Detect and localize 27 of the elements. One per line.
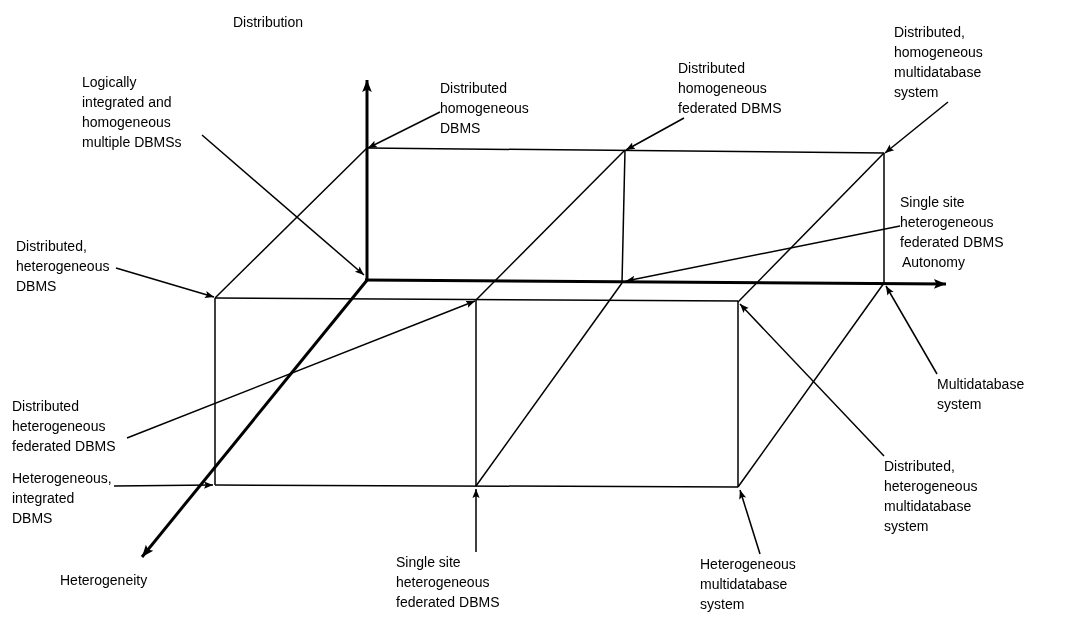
leader-line	[739, 303, 885, 457]
axis-label: Distribution	[233, 13, 304, 32]
callout-text: Distributed homogeneous federated DBMS	[678, 59, 783, 118]
callout-text: Heterogeneous, integrated DBMS	[12, 469, 113, 528]
callout-text: Single site heterogeneous federated DBMS	[900, 193, 1005, 252]
axis-label: Heterogeneity	[60, 571, 148, 590]
leader-line	[884, 101, 949, 154]
callout-text: Heterogeneous multidatabase system	[700, 555, 797, 614]
leader-line	[625, 225, 901, 283]
leader-line	[885, 285, 938, 375]
leader-line	[201, 134, 365, 276]
leader-line	[126, 300, 476, 439]
leader-line	[472, 488, 480, 553]
callout-text: Distributed, heterogeneous DBMS	[16, 237, 111, 296]
axis-label: Autonomy	[902, 253, 966, 272]
leader-line	[367, 111, 441, 149]
callout-text: Single site heterogeneous federated DBMS	[396, 553, 501, 612]
callout-text: Distributed, homogeneous multidatabase system	[894, 23, 984, 102]
callout-text: Distributed, heterogeneous multidatabase system	[884, 457, 979, 536]
callout-text: Distributed heterogeneous federated DBMS	[12, 397, 117, 456]
leader-line	[625, 117, 685, 151]
leader-line	[739, 489, 761, 555]
callout-text: Distributed homogeneous DBMS	[440, 79, 530, 138]
leader-line	[115, 267, 215, 298]
callout-text: Logically integrated and homogeneous multiple DBMSs	[82, 73, 183, 152]
leader-line	[113, 481, 214, 489]
callout-text: Multidatabase system	[937, 375, 1026, 414]
